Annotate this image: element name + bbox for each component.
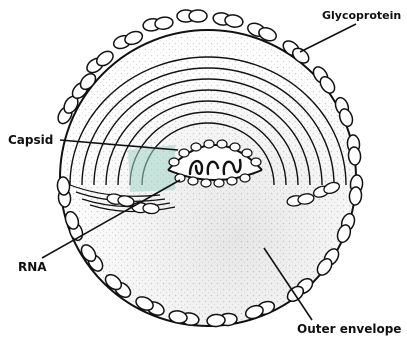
glycoprotein-leader — [300, 24, 356, 52]
capsid-highlight — [128, 145, 175, 192]
outer-envelope-label: Outer envelope — [297, 322, 401, 336]
capsid-label: Capsid — [8, 133, 53, 147]
glycoprotein-label: Glycoprotein — [322, 9, 401, 22]
rna-label: RNA — [18, 260, 47, 274]
